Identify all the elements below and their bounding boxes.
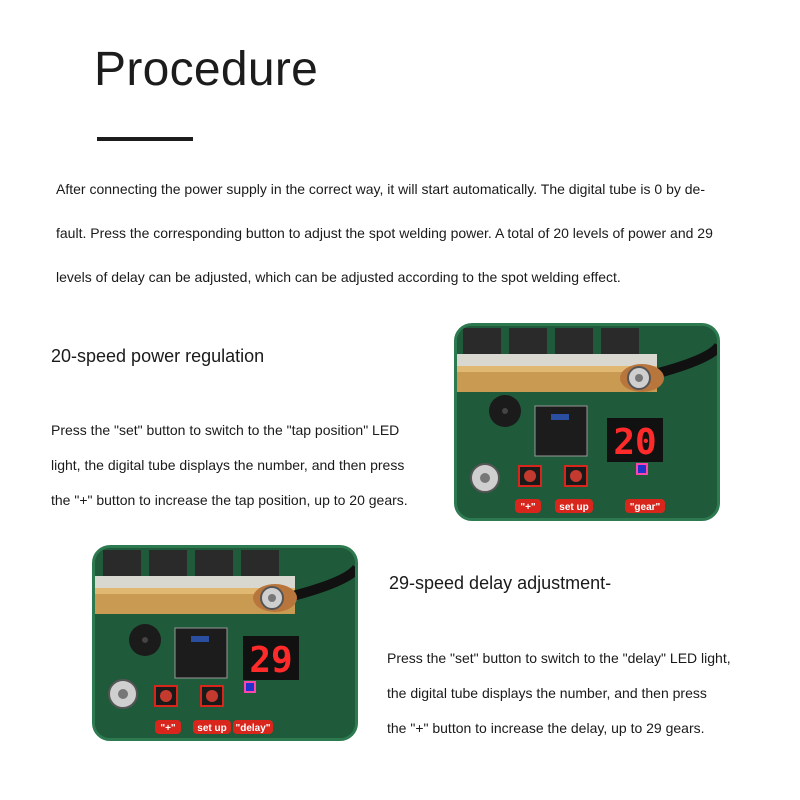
power-body-line: light, the digital tube displays the num… [51, 457, 405, 473]
clamp-right [253, 584, 297, 612]
clamp-right [620, 364, 664, 392]
delay-body-line: the "+" button to increase the delay, up… [387, 720, 705, 736]
intro-paragraph: After connecting the power supply in the… [56, 178, 756, 310]
mcu-chip [534, 405, 588, 457]
delay-section-heading: 29-speed delay adjustment- [389, 573, 612, 593]
power-body-line: Press the "set" button to switch to the … [51, 422, 400, 438]
title-underline [97, 137, 193, 141]
delay-board-illustration: 29 "+" set up "delay" [95, 548, 355, 738]
digital-display [607, 418, 663, 462]
delay-board-photo: 29 "+" set up "delay" [92, 545, 358, 741]
gear-label: "gear" [630, 502, 661, 513]
gear-led [636, 463, 648, 475]
plus-label: "+" [520, 502, 536, 513]
page-title: Procedure [94, 43, 319, 96]
clamp-left [470, 463, 500, 493]
mosfet-row [457, 328, 657, 366]
digital-display [243, 636, 299, 680]
plus-label: "+" [160, 723, 176, 734]
display-value: 20 [613, 422, 656, 463]
delay-label: "delay" [235, 723, 270, 734]
set-label: set up [559, 502, 588, 513]
clamp-left [108, 679, 138, 709]
delay-body-line: Press the "set" button to switch to the … [387, 650, 731, 666]
mosfet-row [95, 550, 295, 588]
power-body-line: the "+" button to increase the tap posit… [51, 492, 408, 508]
delay-led [244, 681, 256, 693]
display-value: 29 [249, 640, 292, 681]
set-label: set up [197, 723, 226, 734]
power-section-heading: 20-speed power regulation [51, 346, 265, 366]
delay-body-line: the digital tube displays the number, an… [387, 685, 707, 701]
intro-line: levels of delay can be adjusted, which c… [56, 269, 621, 285]
power-board-photo: 20 "+" set up "gear" [454, 323, 720, 521]
power-board-illustration: 20 "+" set up "gear" [457, 326, 717, 518]
delay-section-body: Press the "set" button to switch to the … [387, 648, 731, 753]
intro-line: After connecting the power supply in the… [56, 181, 705, 197]
power-section-body: Press the "set" button to switch to the … [51, 420, 408, 525]
intro-line: fault. Press the corresponding button to… [56, 225, 713, 241]
mcu-chip [174, 627, 228, 679]
